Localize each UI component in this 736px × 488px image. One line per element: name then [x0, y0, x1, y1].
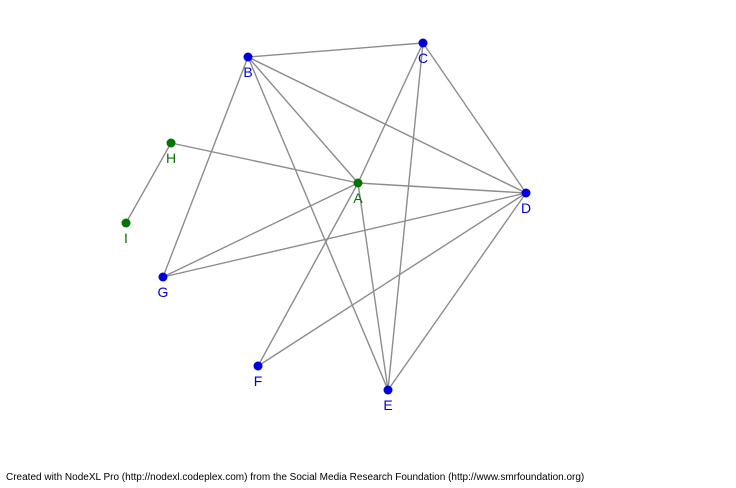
edge-a-f	[257, 182, 359, 367]
node-e	[383, 385, 393, 395]
node-label-e: E	[383, 397, 392, 413]
node-f	[253, 361, 263, 371]
edge-b-e	[247, 56, 389, 391]
node-d	[521, 188, 531, 198]
edges-layer	[125, 42, 527, 391]
edge-a-e	[357, 182, 389, 391]
edge-d-e	[387, 192, 527, 391]
edge-a-d	[357, 182, 527, 194]
node-g	[158, 272, 168, 282]
node-label-c: C	[418, 50, 428, 66]
network-graph: A B C D E F G H I	[121, 38, 531, 413]
edge-a-g	[162, 182, 359, 278]
node-label-a: A	[353, 190, 363, 206]
edge-d-g	[162, 192, 527, 278]
edge-b-d	[247, 56, 527, 194]
nodes-layer: A B C D E F G H I	[121, 38, 531, 413]
node-label-f: F	[254, 373, 263, 389]
node-label-h: H	[166, 150, 176, 166]
node-i	[121, 218, 131, 228]
node-label-g: G	[158, 284, 169, 300]
node-a	[353, 178, 363, 188]
edge-d-f	[257, 192, 527, 367]
edge-c-e	[387, 42, 424, 391]
edge-h-i	[125, 142, 172, 224]
node-label-i: I	[124, 230, 128, 246]
node-label-b: B	[243, 64, 252, 80]
node-b	[243, 52, 253, 62]
footer-credit: Created with NodeXL Pro (http://nodexl.c…	[6, 472, 585, 483]
node-label-d: D	[521, 200, 531, 216]
edge-c-d	[422, 42, 527, 194]
node-c	[418, 38, 428, 48]
node-h	[166, 138, 176, 148]
edge-c-a	[357, 42, 424, 184]
edge-h-a	[170, 142, 359, 184]
edge-b-a	[247, 56, 359, 184]
edge-b-g	[162, 56, 249, 278]
edge-b-c	[247, 42, 424, 58]
